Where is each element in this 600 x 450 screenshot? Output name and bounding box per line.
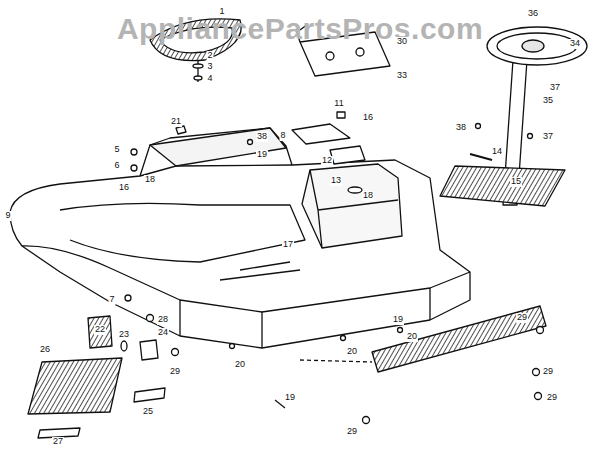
callout-number: 29 — [516, 313, 528, 323]
callout-number: 15 — [510, 177, 522, 187]
callout-number: 38 — [256, 132, 268, 142]
callout-number: 9 — [4, 211, 11, 221]
callout-number: 2 — [206, 51, 213, 61]
callout-number: 20 — [346, 347, 358, 357]
callout-number: 7 — [108, 295, 115, 305]
callout-number: 37 — [542, 132, 554, 142]
callout-number: 28 — [157, 315, 169, 325]
callout-number: 37 — [549, 83, 561, 93]
callout-number: 12 — [321, 156, 333, 166]
callout-number: 18 — [362, 191, 374, 201]
callout-number: 27 — [52, 437, 64, 447]
callout-number: 6 — [113, 161, 120, 171]
callout-number: 19 — [256, 150, 268, 160]
callout-number: 34 — [569, 39, 581, 49]
callout-number: 16 — [362, 113, 374, 123]
callout-number: 35 — [542, 96, 554, 106]
callout-number: 33 — [396, 71, 408, 81]
callout-number: 29 — [546, 393, 558, 403]
callout-number: 4 — [206, 74, 213, 84]
callout-number: 5 — [113, 145, 120, 155]
callout-number: 13 — [330, 176, 342, 186]
callout-number: 8 — [279, 131, 286, 141]
callout-number: 19 — [284, 393, 296, 403]
callout-number: 3 — [206, 62, 213, 72]
callout-number: 30 — [396, 37, 408, 47]
callout-number: 21 — [170, 117, 182, 127]
callout-number: 25 — [142, 407, 154, 417]
callout-number: 16 — [118, 183, 130, 193]
callout-number: 20 — [406, 332, 418, 342]
callout-number: 22 — [94, 325, 106, 335]
callout-number: 38 — [455, 123, 467, 133]
callout-number: 11 — [333, 99, 344, 109]
callout-number: 1 — [218, 7, 225, 17]
callout-number: 14 — [491, 147, 503, 157]
callout-number: 18 — [144, 175, 156, 185]
callout-number: 17 — [282, 240, 294, 250]
callout-number: 26 — [39, 345, 51, 355]
callout-number: 29 — [346, 427, 358, 437]
callout-number: 29 — [542, 367, 554, 377]
watermark: AppliancePartsPros.com — [116, 12, 484, 45]
callout-number: 23 — [118, 330, 130, 340]
callout-number: 24 — [157, 328, 169, 338]
callout-number: 29 — [169, 367, 181, 377]
callout-number: 36 — [527, 9, 539, 19]
callout-number: 19 — [392, 315, 404, 325]
callout-number: 20 — [234, 360, 246, 370]
